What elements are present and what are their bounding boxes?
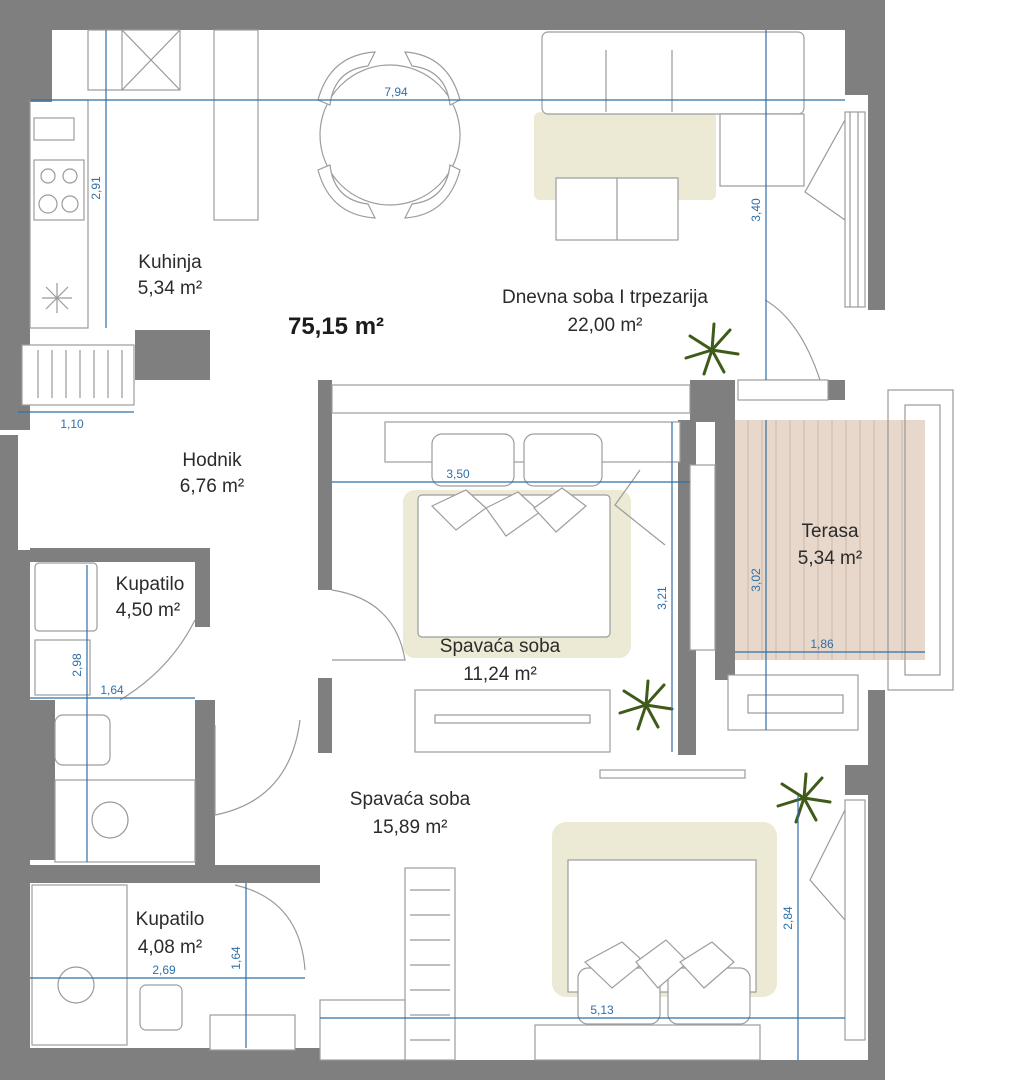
room-name-terrace: Terasa — [801, 521, 858, 542]
room-name-bath2: Kupatilo — [136, 909, 205, 930]
room-name-bath1: Kupatilo — [116, 574, 185, 595]
shower-icon — [54, 779, 196, 863]
plant-icon — [776, 772, 832, 824]
washbasin-icon — [34, 639, 91, 696]
room-area-kitchen: 5,34 m² — [138, 278, 202, 299]
bathtub-icon — [34, 562, 98, 632]
plants — [618, 322, 832, 824]
kitchen-island — [213, 29, 259, 221]
dim-bath1-width: 1,64 — [100, 683, 124, 697]
total-area: 75,15 m² — [288, 313, 384, 340]
room-area-bedroom1: 11,24 m² — [463, 664, 537, 685]
sink-icon — [33, 117, 75, 141]
dim-kitchen-height: 2,91 — [89, 176, 103, 200]
wardrobe-2 — [404, 867, 456, 1061]
room-name-bedroom2: Spavaća soba — [350, 789, 471, 810]
room-name-bedroom1: Spavaća soba — [440, 636, 561, 657]
dim-living-height: 3,40 — [749, 198, 763, 222]
room-area-bath2: 4,08 m² — [138, 937, 202, 958]
room-area-bedroom2: 15,89 m² — [373, 817, 448, 838]
dimension-labels: 7,94 2,91 3,40 1,10 3,50 3,21 3,02 1,86 … — [60, 85, 834, 1017]
room-name-living: Dnevna soba I trpezarija — [502, 287, 708, 308]
dimension-lines — [18, 30, 925, 1060]
washbasin-2-icon — [209, 1014, 296, 1051]
dim-closet-width: 1,10 — [60, 417, 84, 431]
dim-bedroom2-width: 5,13 — [590, 1003, 614, 1017]
toilet-2-icon — [139, 984, 183, 1031]
dim-terrace-height: 3,02 — [749, 568, 763, 592]
dim-bedroom1-height: 3,21 — [655, 586, 669, 610]
room-labels: 75,15 m² Kuhinja 5,34 m² Dnevna soba I t… — [116, 252, 863, 958]
room-area-hallway: 6,76 m² — [180, 476, 244, 497]
sofa — [541, 31, 805, 115]
plant-icon — [618, 679, 674, 731]
dim-bedroom2-height: 2,84 — [781, 906, 795, 930]
room-name-hallway: Hodnik — [182, 450, 242, 471]
dim-bedroom1-width: 3,50 — [446, 467, 470, 481]
closet — [21, 344, 135, 406]
furniture — [21, 29, 954, 1061]
freezer-icon — [42, 283, 72, 313]
room-name-kitchen: Kuhinja — [138, 252, 202, 273]
wardrobe — [331, 384, 691, 414]
dim-living-width: 7,94 — [384, 85, 408, 99]
room-area-living: 22,00 m² — [568, 315, 643, 336]
room-area-terrace: 5,34 m² — [798, 548, 862, 569]
shower-2-icon — [31, 884, 128, 1046]
toilet-icon — [54, 714, 111, 766]
dresser — [414, 689, 611, 753]
plant-icon — [684, 322, 740, 376]
dim-bath2-height: 1,64 — [229, 946, 243, 970]
room-area-bath1: 4,50 m² — [116, 600, 180, 621]
walls — [0, 0, 885, 1080]
dim-terrace-width: 1,86 — [810, 637, 834, 651]
dim-bath1-height: 2,98 — [70, 653, 84, 677]
dim-bath2-width: 2,69 — [152, 963, 176, 977]
bench — [534, 1024, 761, 1061]
